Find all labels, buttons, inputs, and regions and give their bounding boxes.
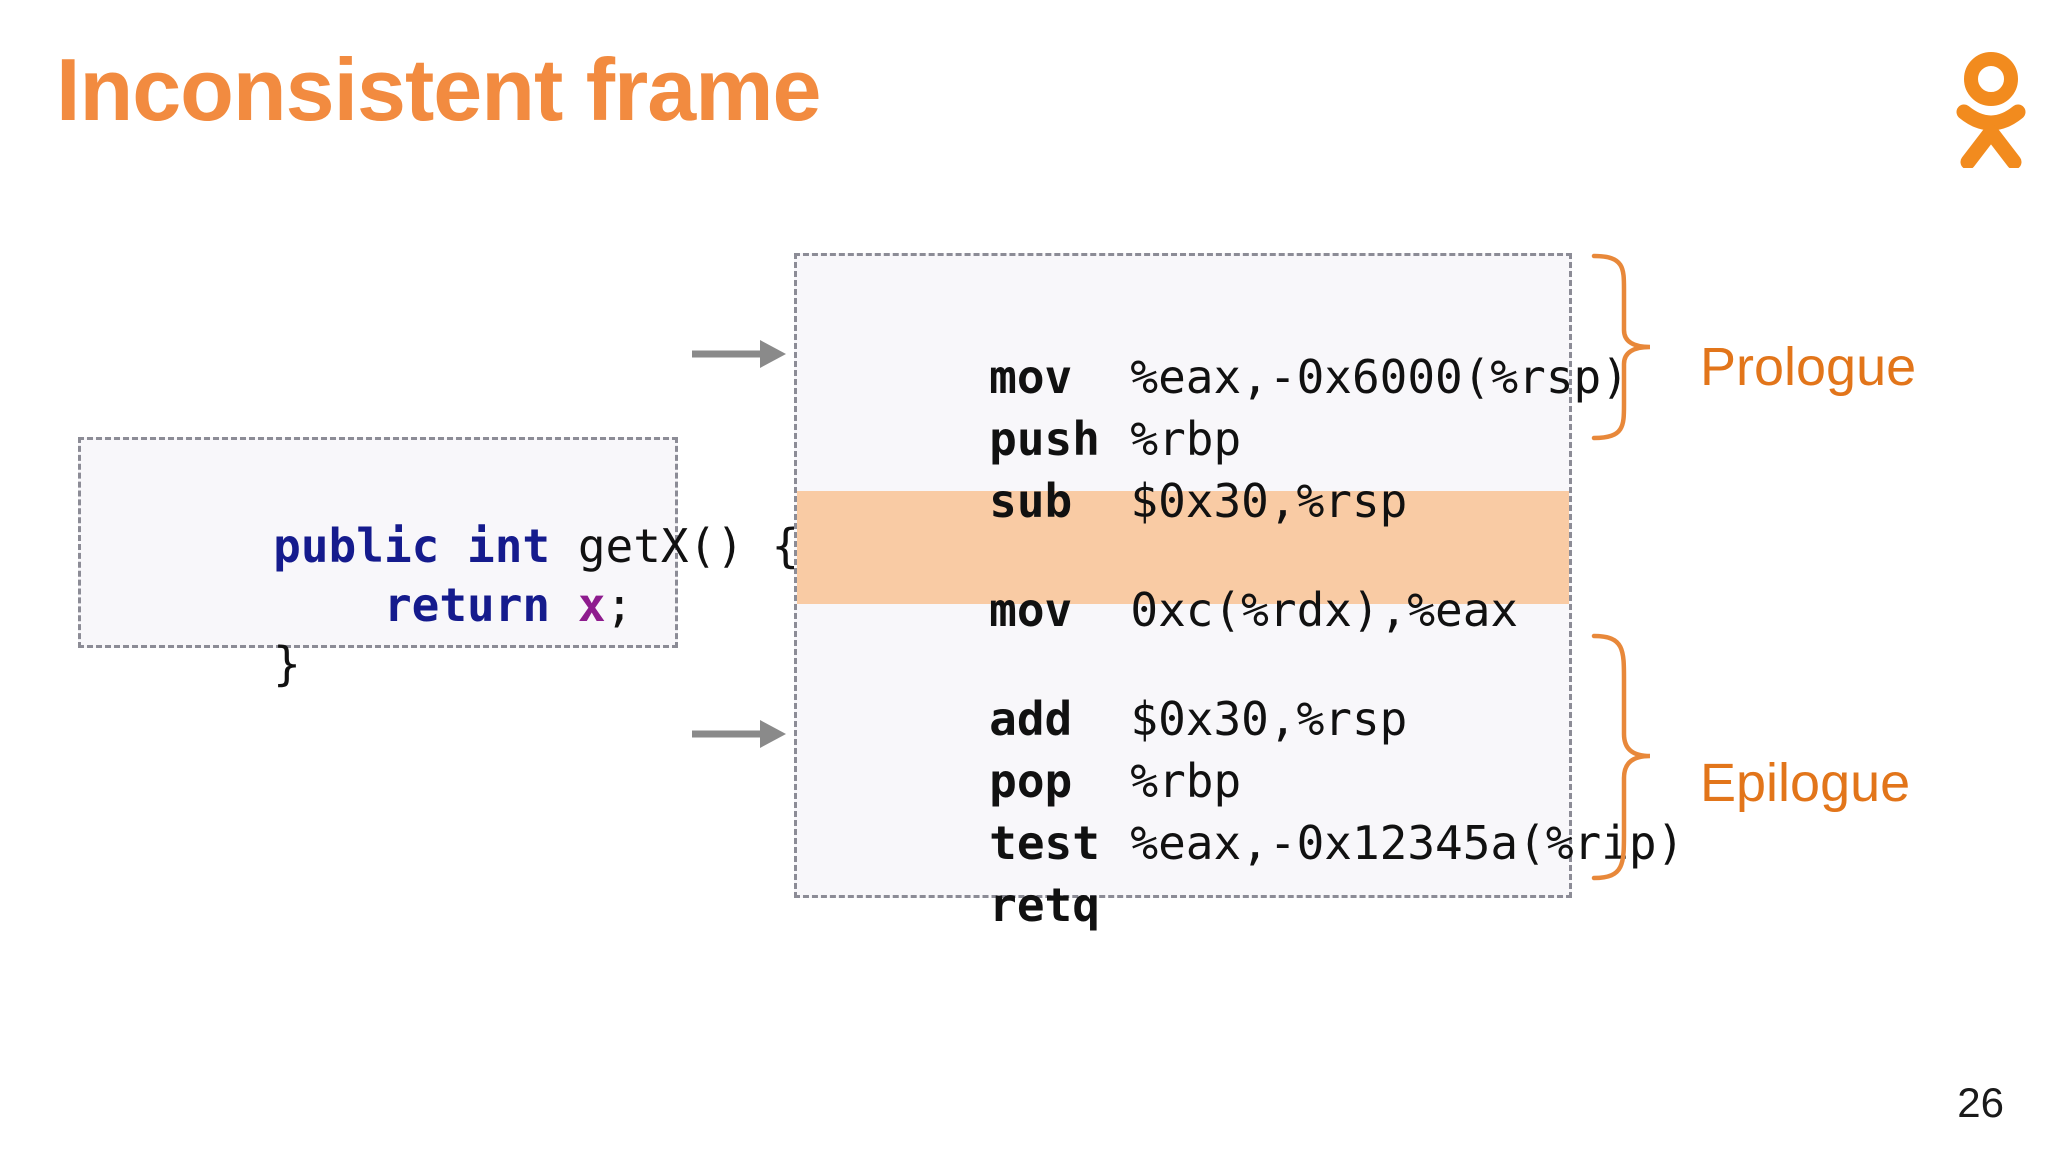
- asm-mnemonic: pop: [989, 754, 1073, 808]
- asm-mnemonic: mov: [989, 350, 1073, 404]
- page-title: Inconsistent frame: [56, 40, 821, 139]
- asm-operands: %eax,-0x12345a(%rip): [1130, 816, 1685, 870]
- asm-mnemonic: test: [989, 816, 1100, 870]
- asm-instruction-row: add $0x30,%rsp: [823, 626, 1407, 812]
- java-keyword: public int: [273, 519, 578, 573]
- java-field-ref: x: [577, 578, 606, 632]
- asm-instruction-row: pop %rbp: [823, 688, 1241, 874]
- asm-mnemonic: push: [989, 412, 1100, 466]
- asm-instruction-row: retq: [823, 812, 1130, 998]
- asm-instruction-row: sub $0x30,%rsp: [823, 408, 1407, 594]
- epilogue-label: Epilogue: [1700, 753, 1911, 813]
- highlighted-instruction-band: [797, 491, 1569, 604]
- asm-mnemonic: mov: [989, 583, 1073, 637]
- asm-mnemonic: sub: [989, 474, 1073, 528]
- asm-operands: 0xc(%rdx),%eax: [1130, 583, 1519, 637]
- java-keyword: return: [273, 578, 578, 632]
- arrow-to-prologue-icon: [690, 332, 790, 381]
- asm-mnemonic: retq: [989, 878, 1100, 932]
- asm-instruction-row: test %eax,-0x12345a(%rip): [823, 750, 1684, 936]
- asm-operands: %rbp: [1130, 754, 1242, 808]
- prologue-label: Prologue: [1700, 337, 1917, 397]
- prologue-brace-icon: [1590, 252, 1660, 447]
- asm-operands: $0x30,%rsp: [1130, 692, 1408, 746]
- arrow-to-epilogue-icon: [690, 712, 790, 761]
- java-punctuation: ;: [605, 578, 634, 632]
- page-number: 26: [1957, 1079, 2004, 1126]
- asm-operands: %rbp: [1130, 412, 1242, 466]
- java-code-line: return x;: [107, 512, 633, 698]
- asm-instruction-row-highlighted: mov 0xc(%rdx),%eax: [823, 517, 1518, 703]
- java-source-box: public int getX() { return x; }: [78, 437, 799, 691]
- asm-instruction-row: push %rbp: [823, 346, 1241, 532]
- ok-logo-icon: [1956, 52, 2026, 170]
- asm-operands: %eax,-0x6000(%rsp): [1130, 350, 1629, 404]
- asm-mnemonic: add: [989, 692, 1073, 746]
- assembly-listing-box: mov %eax,-0x6000(%rsp) push %rbp sub $0x30,…: [794, 253, 1684, 932]
- java-code-line: }: [107, 571, 301, 757]
- asm-operands: $0x30,%rsp: [1130, 474, 1408, 528]
- ok-logo: [1948, 52, 2034, 170]
- epilogue-brace-icon: [1590, 632, 1660, 893]
- java-punctuation: }: [273, 637, 301, 691]
- asm-instruction-row: mov %eax,-0x6000(%rsp): [823, 284, 1629, 470]
